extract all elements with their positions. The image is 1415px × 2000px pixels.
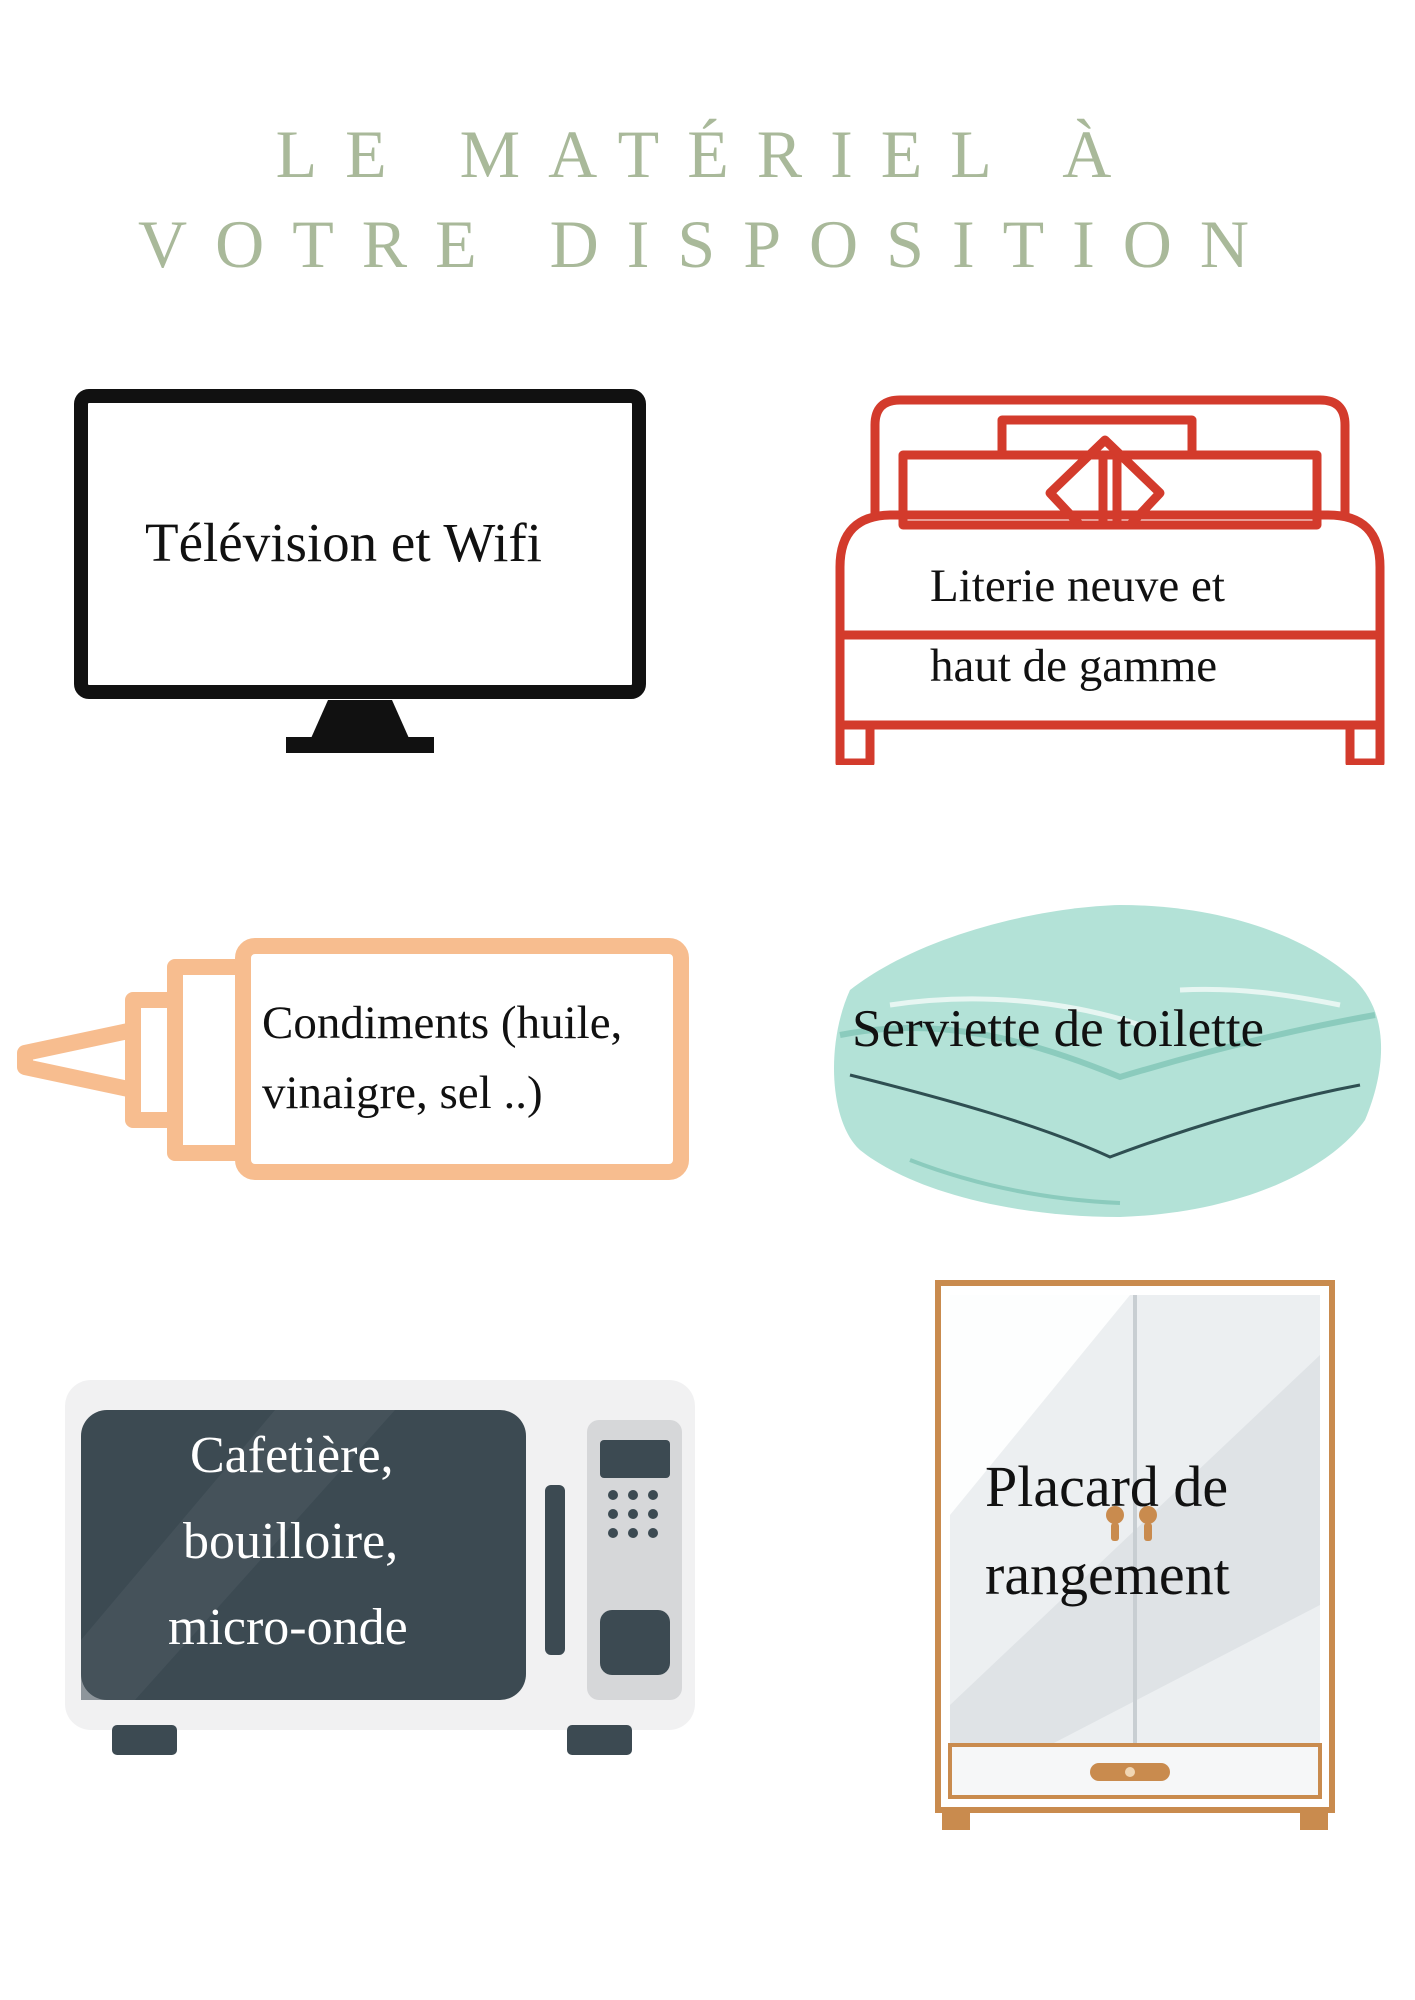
bottle-label-line-1: Condiments (huile,: [262, 997, 623, 1049]
wardrobe-label-line-1: Placard de: [985, 1454, 1229, 1519]
microwave-label-line-2: bouilloire,: [183, 1513, 399, 1570]
bed-label-line-2: haut de gamme: [930, 640, 1218, 692]
tv-icon: [74, 389, 646, 753]
towel-icon: [833, 905, 1382, 1217]
bed-label-line-1: Literie neuve et: [930, 560, 1225, 612]
microwave-label-line-3: micro-onde: [168, 1599, 408, 1656]
microwave-icon: [65, 1380, 695, 1755]
bottle-icon: [17, 938, 689, 1180]
towel-label: Serviette de toilette: [852, 1000, 1265, 1058]
tv-label: Télévision et Wifi: [145, 512, 542, 573]
page-title-line-1: LE MATÉRIEL À: [275, 116, 1140, 192]
microwave-label-line-1: Cafetière,: [190, 1427, 394, 1484]
page-title-line-2: VOTRE DISPOSITION: [138, 206, 1277, 282]
bed-icon: [835, 395, 1385, 765]
wardrobe-icon: [935, 1280, 1335, 1830]
bottle-label-line-2: vinaigre, sel ..): [262, 1067, 543, 1119]
wardrobe-label-line-2: rangement: [985, 1542, 1230, 1607]
